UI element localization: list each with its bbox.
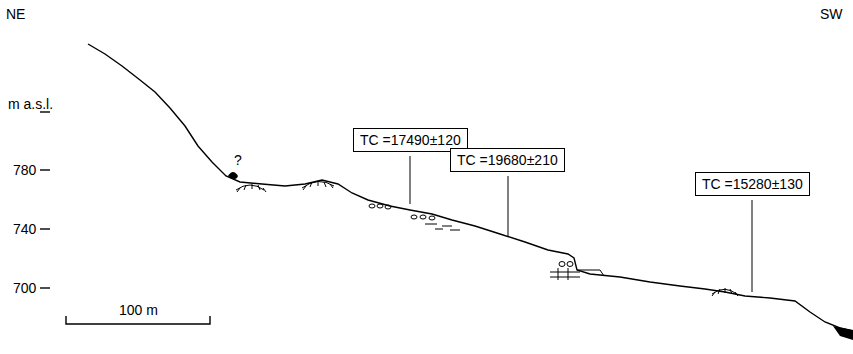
axis-tick (40, 169, 50, 170)
leader-line (410, 156, 411, 204)
scale-label: 100 m (119, 302, 158, 318)
boulder-mark (228, 172, 238, 179)
axis-unit: m a.s.l. (8, 96, 53, 112)
moraine-symbol (236, 181, 738, 296)
leader-line (508, 176, 509, 236)
radiocarbon-date: TC =19680±210 (457, 152, 558, 168)
water-body (833, 326, 853, 340)
leader-line (752, 200, 753, 292)
elevation-tick-label: 700 (13, 280, 36, 296)
axis-tick (40, 228, 50, 229)
organic-layer-symbol (550, 262, 604, 281)
dating-box: TC =19680±210 (450, 148, 565, 172)
axis-tick (40, 287, 50, 288)
gravel-symbol (369, 204, 460, 230)
direction-label: NE (6, 6, 25, 22)
direction-label: SW (820, 6, 843, 22)
elevation-tick-label: 780 (13, 162, 36, 178)
radiocarbon-date: TC =15280±130 (702, 176, 803, 192)
elevation-tick-label: 740 (13, 221, 36, 237)
terrain-profile (88, 44, 853, 331)
dating-box: TC =15280±130 (695, 172, 810, 196)
uncertainty-mark: ? (234, 152, 242, 168)
radiocarbon-date: TC =17490±120 (360, 132, 461, 148)
